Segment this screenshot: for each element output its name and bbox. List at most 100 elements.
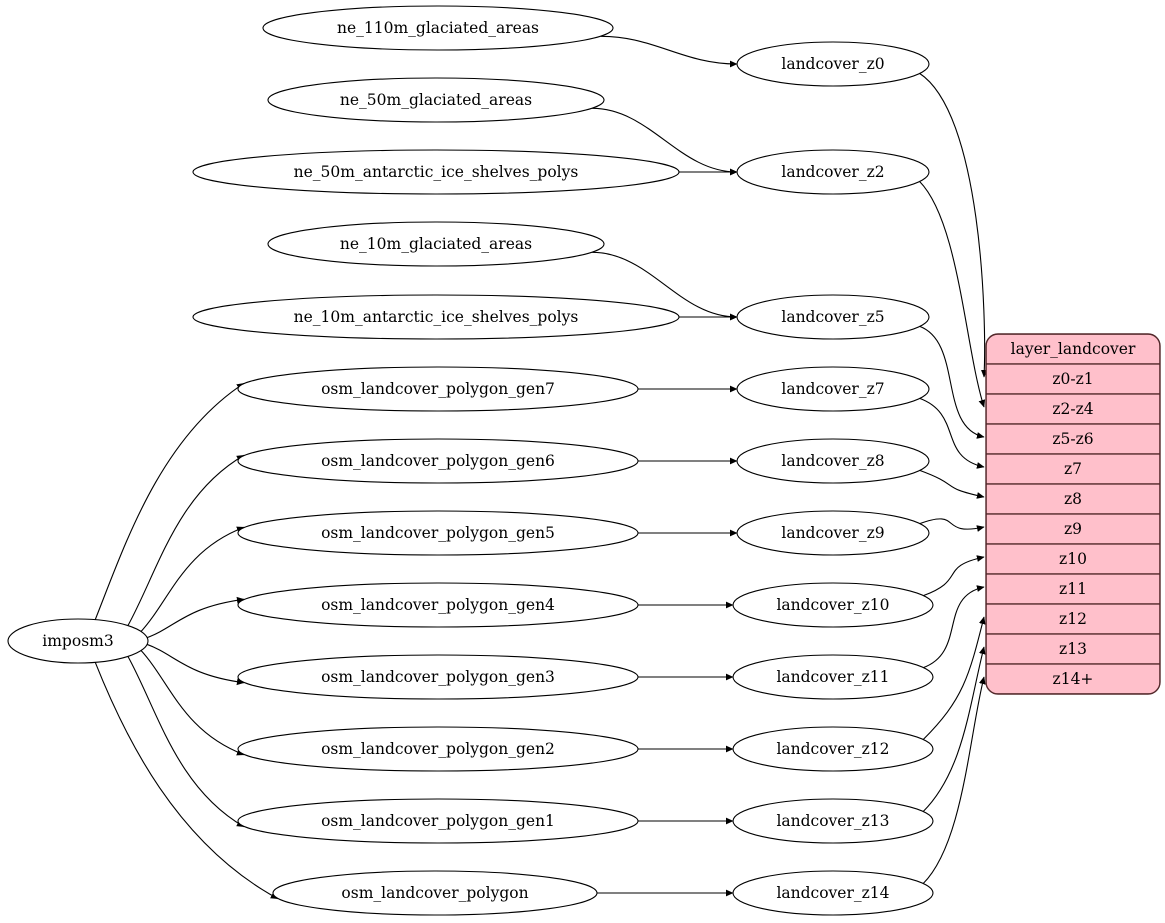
node-shape (262, 5, 614, 51)
node-osm_gen5[interactable]: osm_landcover_polygon_gen5 (237, 510, 639, 556)
node-lc_z13[interactable]: landcover_z13 (732, 798, 934, 844)
node-osm_gen1[interactable]: osm_landcover_polygon_gen1 (237, 798, 639, 844)
node-ne110_gla[interactable]: ne_110m_glaciated_areas (262, 5, 614, 51)
node-ne50_gla[interactable]: ne_50m_glaciated_areas (267, 77, 605, 123)
node-shape (237, 654, 639, 700)
node-label: landcover_z9 (781, 524, 884, 542)
node-shape (237, 510, 639, 556)
node-shape (732, 870, 934, 916)
edge-lc_z13-to-table-z13 (922, 646, 986, 813)
node-shape (237, 438, 639, 484)
node-ne10_ant[interactable]: ne_10m_antarctic_ice_shelves_polys (192, 294, 680, 340)
node-lc_z8[interactable]: landcover_z8 (736, 438, 930, 484)
edge-lc_z0-to-table-z0-z1 (919, 72, 988, 378)
node-label: osm_landcover_polygon_gen5 (321, 524, 555, 542)
table-row-label: z2-z4 (1052, 400, 1093, 418)
table-row-label: z9 (1064, 520, 1082, 538)
node-shape (192, 149, 680, 195)
table-row-z11[interactable] (986, 573, 1160, 605)
edge-ne110_gla-to-lc_z0 (600, 35, 738, 68)
node-label: landcover_z12 (776, 740, 889, 758)
node-lc_z5[interactable]: landcover_z5 (736, 294, 930, 340)
node-shape (192, 294, 680, 340)
node-shape (237, 726, 639, 772)
table-outline (985, 333, 1161, 695)
edge-lc_z2-to-table-z2-z4 (919, 180, 986, 408)
node-label: osm_landcover_polygon_gen2 (321, 740, 555, 758)
edge-imposm3-to-osm_gen3 (145, 643, 245, 686)
table-layer_landcover[interactable]: z0-z1z2-z4z5-z6z7z8z9z10z11z12z13z14+lay… (985, 333, 1161, 695)
node-osm_gen7[interactable]: osm_landcover_polygon_gen7 (237, 366, 639, 412)
edge-ne10_gla-to-lc_z5 (592, 251, 738, 321)
node-lc_z10[interactable]: landcover_z10 (732, 582, 934, 628)
edge-imposm3-to-osm_gen6 (127, 454, 245, 627)
node-label: osm_landcover_polygon_gen6 (321, 452, 555, 470)
node-shape (736, 438, 930, 484)
table-row-z0-z1[interactable] (986, 363, 1160, 395)
node-lc_z12[interactable]: landcover_z12 (732, 726, 934, 772)
table-row-label: z14+ (1053, 670, 1094, 688)
node-label: landcover_z13 (776, 812, 889, 830)
edge-imposm3-to-osm_gen7 (94, 382, 245, 621)
table-row-z2-z4[interactable] (986, 393, 1160, 425)
table-row-z10[interactable] (986, 543, 1160, 575)
node-lc_z11[interactable]: landcover_z11 (732, 654, 934, 700)
node-ne10_gla[interactable]: ne_10m_glaciated_areas (267, 221, 605, 267)
node-shape (732, 726, 934, 772)
node-shape (267, 77, 605, 123)
node-shape (736, 366, 930, 412)
node-label: landcover_z2 (781, 163, 884, 181)
node-shape (237, 798, 639, 844)
node-label: osm_landcover_polygon_gen1 (321, 812, 555, 830)
edge-imposm3-to-osm_gen4 (145, 596, 245, 639)
edge-lc_z9-to-table-z9 (919, 518, 985, 532)
node-osm_poly[interactable]: osm_landcover_polygon (272, 870, 598, 916)
table-row-z9[interactable] (986, 513, 1160, 545)
node-label: imposm3 (42, 632, 113, 650)
edge-imposm3-to-osm_gen5 (139, 526, 245, 633)
node-label: landcover_z0 (781, 55, 884, 73)
node-shape (732, 582, 934, 628)
node-label: landcover_z14 (776, 884, 889, 902)
node-shape (272, 870, 598, 916)
node-imposm3[interactable]: imposm3 (7, 618, 149, 664)
node-osm_gen6[interactable]: osm_landcover_polygon_gen6 (237, 438, 639, 484)
node-lc_z0[interactable]: landcover_z0 (736, 41, 930, 87)
node-shape (237, 366, 639, 412)
edge-imposm3-to-osm_gen1 (127, 655, 245, 828)
table-row-label: z12 (1059, 610, 1087, 628)
table-row-label: z8 (1064, 490, 1082, 508)
table-header-label: layer_landcover (1011, 340, 1136, 358)
edge-layer (94, 35, 988, 900)
node-lc_z2[interactable]: landcover_z2 (736, 149, 930, 195)
node-shape (736, 41, 930, 87)
table-row-label: z10 (1059, 550, 1087, 568)
table-row-z13[interactable] (986, 633, 1160, 665)
node-shape (732, 654, 934, 700)
edge-ne50_gla-to-lc_z2 (592, 107, 738, 176)
node-label: ne_50m_glaciated_areas (340, 91, 532, 109)
node-shape (237, 582, 639, 628)
table-row-z7[interactable] (986, 453, 1160, 485)
node-label: ne_10m_antarctic_ice_shelves_polys (294, 308, 579, 326)
node-lc_z7[interactable]: landcover_z7 (736, 366, 930, 412)
node-label: landcover_z7 (781, 380, 884, 398)
layer-landcover-table: z0-z1z2-z4z5-z6z7z8z9z10z11z12z13z14+lay… (985, 333, 1161, 695)
node-osm_gen4[interactable]: osm_landcover_polygon_gen4 (237, 582, 639, 628)
node-label: landcover_z11 (776, 668, 889, 686)
table-row-label: z0-z1 (1052, 370, 1093, 388)
node-shape (7, 618, 149, 664)
node-osm_gen2[interactable]: osm_landcover_polygon_gen2 (237, 726, 639, 772)
edge-lc_z12-to-table-z12 (922, 616, 986, 741)
node-ne50_ant[interactable]: ne_50m_antarctic_ice_shelves_polys (192, 149, 680, 195)
node-lc_z14[interactable]: landcover_z14 (732, 870, 934, 916)
edge-imposm3-to-osm_poly (94, 661, 279, 900)
table-row-z14+[interactable] (986, 663, 1160, 694)
node-osm_gen3[interactable]: osm_landcover_polygon_gen3 (237, 654, 639, 700)
edge-lc_z11-to-table-z11 (922, 585, 985, 669)
node-label: osm_landcover_polygon_gen7 (321, 380, 555, 398)
edge-lc_z10-to-table-z10 (922, 555, 985, 597)
node-lc_z9[interactable]: landcover_z9 (736, 510, 930, 556)
